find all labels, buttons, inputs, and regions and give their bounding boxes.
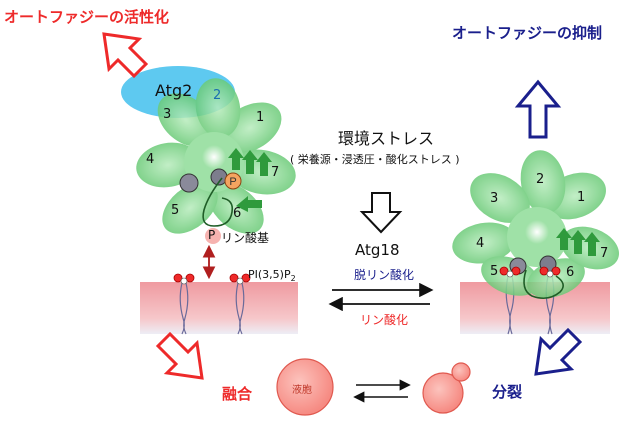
atg2-label: Atg2 — [155, 81, 193, 100]
blade-right-2: 2 — [536, 172, 545, 187]
membrane-left — [140, 282, 298, 334]
phos-label: リン酸化 — [360, 313, 409, 327]
glow-left — [202, 145, 226, 169]
glow-right — [525, 220, 549, 244]
phospho-badge — [224, 172, 242, 190]
dephos-label: 脱リン酸化 — [354, 268, 415, 282]
blade-right-4: 4 — [476, 236, 485, 251]
blade-left-4: 4 — [146, 152, 155, 167]
fission-arrow — [534, 327, 583, 376]
activation-arrow — [102, 32, 149, 79]
title-activation: オートファジーの活性化 — [4, 8, 170, 26]
droplet-large — [276, 358, 334, 416]
phospho-badge-text: P — [229, 176, 236, 188]
fusion-arrow — [155, 331, 204, 380]
phosphate-dot — [205, 228, 221, 244]
suppression-arrow — [514, 79, 562, 139]
droplet-split-large — [422, 372, 464, 414]
fusion-label: 融合 — [222, 385, 253, 403]
blade-left-3: 3 — [163, 107, 172, 122]
strand-arrows-right — [556, 228, 600, 256]
blade-right-5: 5 — [490, 264, 499, 279]
lipid-heads-left — [173, 273, 251, 285]
lipid-stalks-left — [179, 282, 245, 335]
stress-subtitle: ( 栄養源・浸透圧・酸化ストレス ) — [290, 153, 460, 166]
blade-right-3: 3 — [490, 191, 499, 206]
lipid-heads-right — [499, 266, 561, 278]
blade-left-2: 2 — [213, 88, 222, 103]
blade-left-7: 7 — [271, 165, 280, 180]
gray-domain-left-a — [179, 173, 199, 193]
stress-title: 環境ストレス — [338, 129, 435, 148]
droplet-label: 液胞 — [292, 385, 312, 396]
loop-right — [523, 269, 564, 300]
atg18-label: Atg18 — [355, 241, 400, 259]
blade-right-6: 6 — [566, 265, 575, 280]
droplet-split-small — [451, 362, 471, 382]
stress-arrow — [359, 192, 403, 234]
loop-left — [202, 177, 234, 227]
blade-right-7: 7 — [600, 246, 609, 261]
strand-arrows-left — [228, 148, 272, 212]
fission-label: 分裂 — [492, 383, 523, 401]
pi-label: PI(3,5)P2 — [248, 268, 296, 284]
blade-right-1: 1 — [577, 190, 586, 205]
phosphate-p: P — [208, 228, 216, 242]
phosphate-label: リン酸基 — [221, 231, 270, 245]
blade-left-5: 5 — [171, 203, 180, 218]
title-suppression: オートファジーの抑制 — [452, 24, 603, 42]
blade-left-1: 1 — [256, 110, 265, 125]
blade-left-6: 6 — [233, 206, 242, 221]
